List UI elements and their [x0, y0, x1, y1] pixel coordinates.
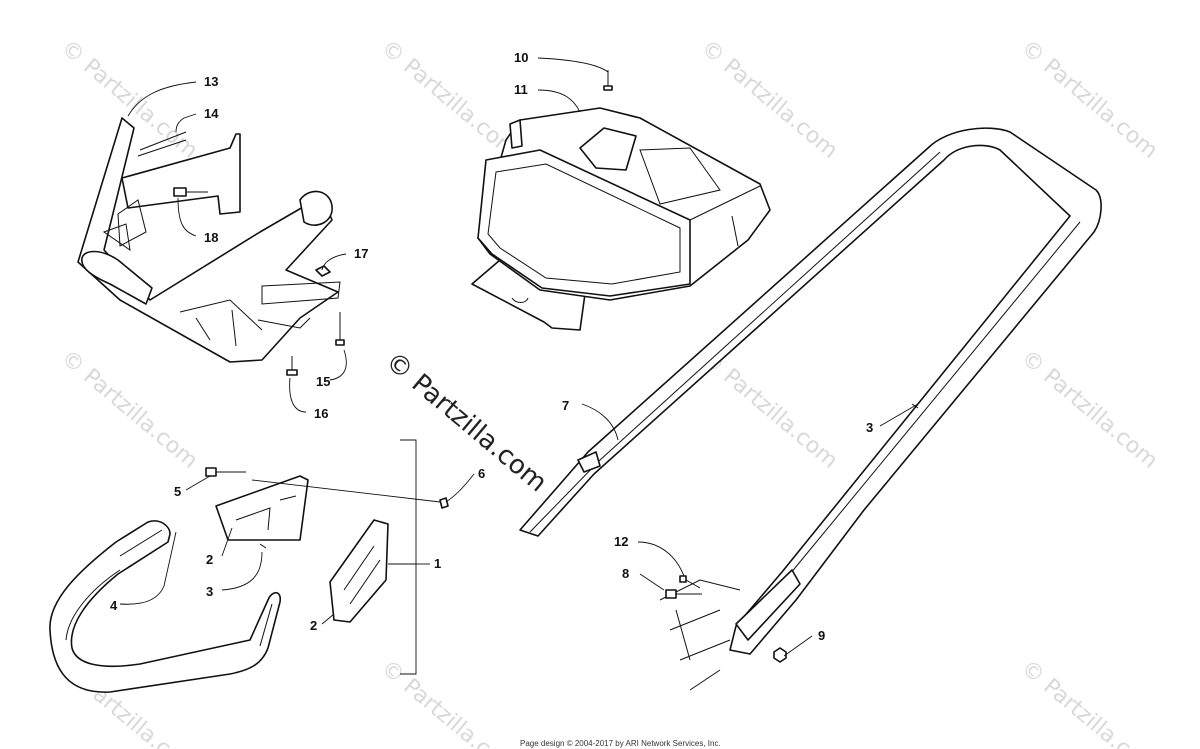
callout-4[interactable]: 4 — [110, 598, 118, 613]
callout-13[interactable]: 13 — [204, 74, 218, 89]
callout-6[interactable]: 6 — [478, 466, 485, 481]
leader-lines — [119, 57, 919, 675]
watermark-tile: © Partzilla.com — [376, 35, 522, 163]
callout-2-lower[interactable]: 2 — [310, 618, 317, 633]
callout-17[interactable]: 17 — [354, 246, 368, 261]
callout-2-upper[interactable]: 2 — [206, 552, 213, 567]
tow-rail — [519, 127, 1102, 691]
storage-bag — [471, 70, 771, 331]
callout-16[interactable]: 16 — [314, 406, 328, 421]
callout-9[interactable]: 9 — [818, 628, 825, 643]
callout-7[interactable]: 7 — [562, 398, 569, 413]
watermark-tile: © Partzilla.com — [696, 35, 842, 163]
callout-5[interactable]: 5 — [174, 484, 181, 499]
watermark-main: © Partzilla.com — [380, 346, 553, 498]
watermark-tile: © Partzilla.com — [1016, 655, 1162, 749]
watermark-tile: © Partzilla.com — [696, 345, 842, 473]
callout-12[interactable]: 12 — [614, 534, 628, 549]
callout-11[interactable]: 11 — [514, 82, 528, 97]
watermark-tile: © Partzilla.com — [56, 345, 202, 473]
watermark-tile: © Partzilla.com — [376, 655, 522, 749]
callout-8[interactable]: 8 — [622, 566, 629, 581]
rear-bumper-assembly — [49, 467, 449, 693]
callout-1[interactable]: 1 — [434, 556, 441, 571]
callout-3-rear[interactable]: 3 — [206, 584, 213, 599]
front-bumper-assembly — [77, 117, 345, 376]
watermark-tile: © Partzilla.com — [1016, 345, 1162, 473]
callouts: 13 14 18 17 15 16 10 11 7 3 6 12 8 9 5 2… — [110, 50, 873, 643]
callout-18[interactable]: 18 — [204, 230, 218, 245]
footer-copyright: Page design © 2004-2017 by ARI Network S… — [520, 739, 721, 748]
callout-3-rail[interactable]: 3 — [866, 420, 873, 435]
callout-14[interactable]: 14 — [204, 106, 219, 121]
callout-10[interactable]: 10 — [514, 50, 528, 65]
callout-15[interactable]: 15 — [316, 374, 330, 389]
watermark-tile: © Partzilla.com — [1016, 35, 1162, 163]
